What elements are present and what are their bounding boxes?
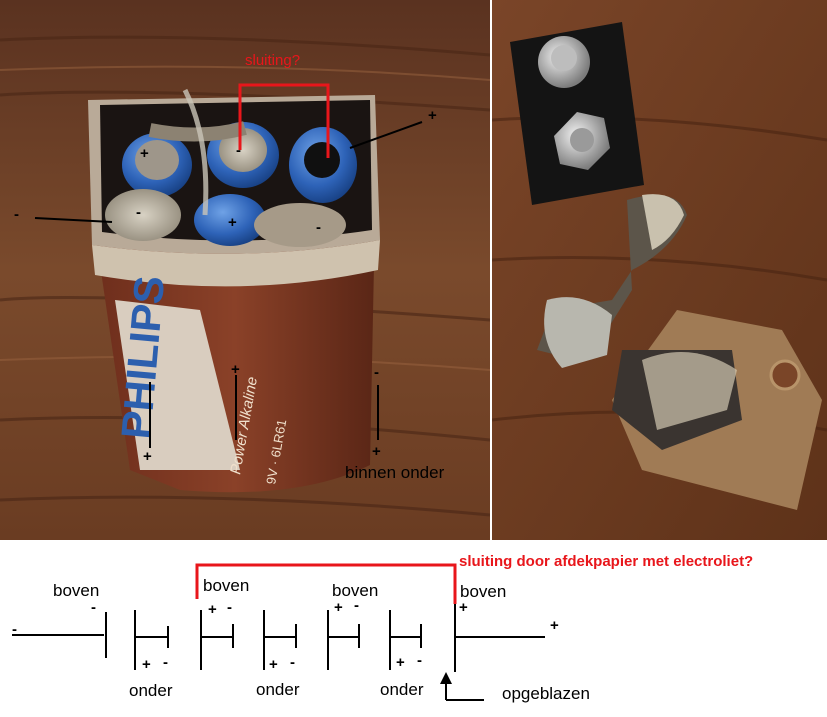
sign-cell-bottom-left: -	[136, 204, 141, 221]
sign-c3-bot-plus: +	[269, 656, 278, 673]
sign-side-left-bottom: +	[143, 448, 152, 465]
inner-bottom-label: binnen onder	[345, 463, 445, 482]
sign-c4-top-plus: +	[334, 599, 343, 616]
sign-left-end: -	[12, 621, 17, 638]
label-top-1: boven	[53, 581, 100, 600]
sign-c4-top-minus: -	[354, 597, 359, 614]
label-top-4: boven	[460, 582, 507, 601]
photo-left: PHILIPS Power Alkaline 9V · 6LR61 sluiti…	[0, 0, 490, 540]
label-top-2: boven	[203, 576, 250, 595]
sign-c5-bot-plus: +	[396, 654, 405, 671]
sign-cell-top-left: +	[140, 145, 149, 162]
snap-connector-photo	[492, 0, 827, 540]
sign-left-pointer: -	[14, 206, 19, 223]
short-circuit-question: sluiting?	[245, 52, 301, 69]
sign-cell-top-mid: -	[236, 142, 241, 159]
sign-c2-top-plus: +	[208, 601, 217, 618]
sign-side-right-bottom: +	[372, 443, 381, 460]
sign-c1-bot-plus: +	[142, 656, 151, 673]
sign-c6-top-plus: +	[459, 599, 468, 616]
sign-cell-bottom-right: -	[316, 219, 321, 236]
sign-c2-top-minus: -	[227, 599, 232, 616]
sign-cell-bottom-mid: +	[228, 214, 237, 231]
sign-c5-bot-minus: -	[417, 652, 422, 669]
label-bottom-2: onder	[256, 680, 300, 699]
sign-top-pointer: +	[428, 107, 437, 124]
red-bracket	[238, 83, 330, 158]
sign-c1-top-minus: -	[91, 599, 96, 616]
red-annotation: sluiting door afdekpapier met electrolie…	[459, 553, 754, 570]
label-top-3: boven	[332, 581, 379, 600]
sign-side-mid-top: +	[231, 361, 240, 378]
cell-series-schematic	[12, 563, 545, 701]
sign-c1-bot-minus: -	[163, 654, 168, 671]
sign-c3-bot-minus: -	[290, 654, 295, 671]
sign-side-right-top: -	[374, 364, 379, 381]
label-blown: opgeblazen	[502, 684, 590, 703]
circuit-diagram: sluiting door afdekpapier met electrolie…	[0, 540, 827, 717]
label-bottom-3: onder	[380, 680, 424, 699]
label-bottom-1: onder	[129, 681, 173, 700]
battery-photo-drawing: PHILIPS Power Alkaline 9V · 6LR61	[0, 0, 490, 540]
photo-right	[492, 0, 827, 540]
sign-right-end: +	[550, 617, 559, 634]
